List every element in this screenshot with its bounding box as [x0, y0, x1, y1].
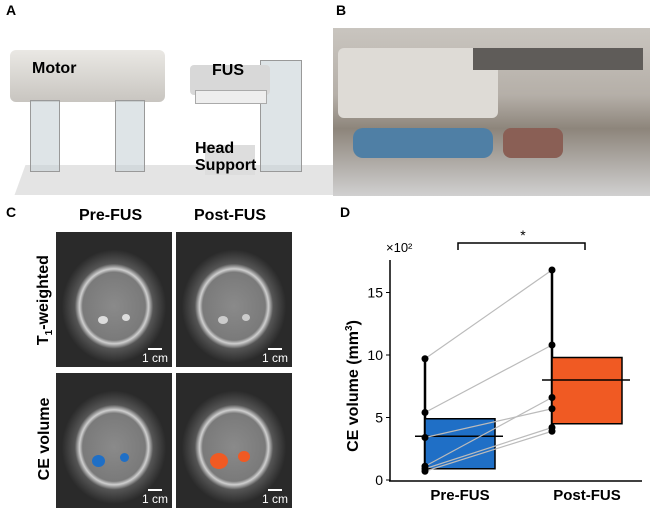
setup-photo [333, 28, 650, 196]
mri-post-t1: 1 cm [176, 232, 292, 367]
scale-bar: 1 cm [262, 348, 288, 365]
significance-star: * [520, 227, 526, 243]
mri-pre-t1: 1 cm [56, 232, 172, 367]
data-point-pre [421, 467, 429, 475]
panel-d-label: D [340, 204, 351, 220]
box-pre-fus [424, 418, 496, 470]
scale-bar: 1 cm [262, 489, 288, 506]
data-point-pre [421, 355, 429, 363]
y-tick-label: 15 [367, 285, 383, 301]
multiplier-label: ×10² [386, 240, 413, 255]
x-tick-label: Post-FUS [553, 487, 621, 504]
panel-c-label: C [6, 204, 17, 220]
data-point-post [548, 405, 556, 413]
pair-line [424, 344, 553, 414]
data-point-post [548, 394, 556, 401]
x-tick-label: Pre-FUS [430, 487, 489, 504]
pair-line [424, 269, 553, 360]
pre-fus-column-label: Pre-FUS [79, 207, 143, 224]
y-tick-label: 10 [367, 347, 383, 363]
y-axis-label: CE volume (mm3) [344, 320, 362, 452]
fus-label: FUS [212, 62, 244, 79]
pair-line [424, 408, 553, 439]
pair-line [424, 426, 553, 470]
y-tick-label: 0 [375, 472, 383, 488]
motor-label: Motor [32, 60, 77, 77]
data-point-post [548, 427, 556, 435]
panel-a-label: A [6, 2, 17, 18]
pair-line [424, 430, 553, 472]
box-post-fus [551, 356, 623, 425]
head-support-label: Head Support [195, 140, 257, 174]
apparatus-illustration [0, 20, 346, 200]
data-point-pre [421, 409, 429, 416]
pair-line [424, 396, 553, 467]
mri-pre-ce-volume: 1 cm [56, 373, 172, 508]
data-point-post [548, 341, 556, 349]
post-fus-column-label: Post-FUS [194, 207, 266, 224]
significance-bracket [457, 242, 586, 250]
panel-b-label: B [336, 2, 347, 18]
y-tick-label: 5 [375, 410, 383, 426]
mri-post-ce-volume: 1 cm [176, 373, 292, 508]
data-point-post [548, 266, 556, 274]
scale-bar: 1 cm [142, 348, 168, 365]
scale-bar: 1 cm [142, 489, 168, 506]
data-point-pre [421, 434, 429, 441]
